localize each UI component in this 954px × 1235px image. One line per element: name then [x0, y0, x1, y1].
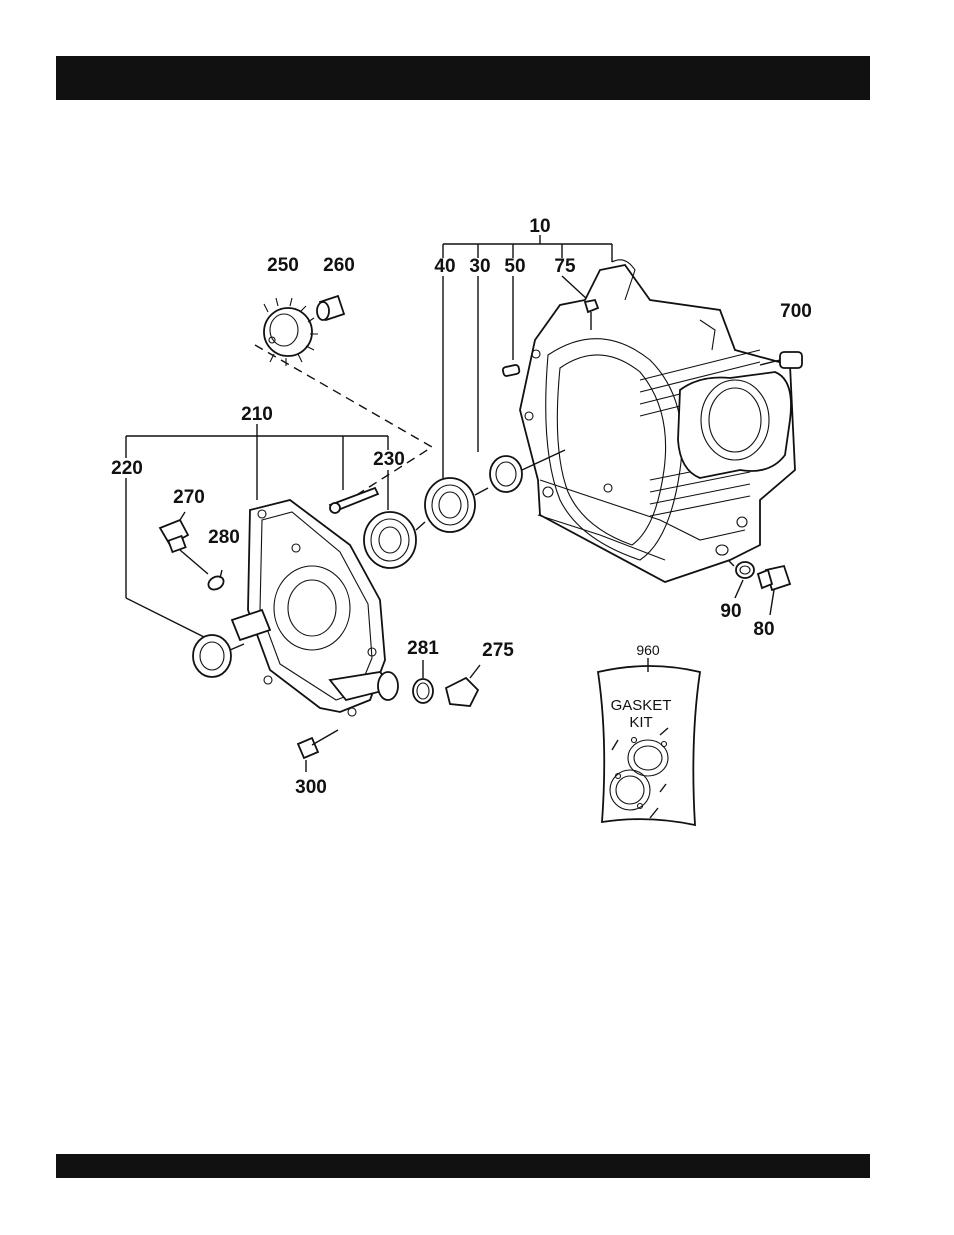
callout-250: 250 [267, 255, 299, 276]
part-90-washer [728, 560, 754, 598]
part-220-oil-seal [193, 635, 244, 677]
part-960-gasket-kit [598, 658, 700, 825]
callout-75: 75 [554, 256, 576, 277]
part-50-pin [502, 364, 520, 376]
callout-90: 90 [720, 601, 741, 622]
part-80-drain-plug [758, 566, 790, 615]
callout-270: 270 [173, 487, 205, 508]
part-270-dipstick [160, 512, 208, 574]
gasket-kit-label-line2: KIT [629, 714, 652, 731]
callout-210: 210 [241, 404, 273, 425]
callout-30: 30 [469, 256, 490, 277]
callout-281: 281 [407, 638, 439, 659]
part-40-bearing [425, 478, 488, 532]
governor-shaft [330, 488, 378, 513]
callout-50: 50 [504, 256, 525, 277]
callout-80: 80 [753, 619, 774, 640]
part-275-plug [446, 665, 480, 706]
part-230-bearing [364, 512, 425, 568]
part-260-sleeve [317, 296, 344, 320]
callout-700: 700 [780, 301, 812, 322]
crankcase-block [520, 260, 795, 582]
callout-260: 260 [323, 255, 355, 276]
part-280-o-ring [206, 570, 226, 592]
part-250-gear [264, 298, 318, 366]
callout-275: 275 [482, 640, 514, 661]
part-300-bolt [298, 730, 338, 772]
gasket-kit-label-line1: GASKET [611, 697, 672, 714]
callout-10: 10 [529, 216, 550, 237]
callout-220: 220 [111, 458, 143, 479]
callout-230: 230 [373, 449, 405, 470]
callout-960: 960 [636, 642, 660, 658]
part-281-washer [413, 660, 433, 703]
callout-280: 280 [208, 527, 240, 548]
callout-40: 40 [434, 256, 455, 277]
callout-300: 300 [295, 777, 327, 798]
